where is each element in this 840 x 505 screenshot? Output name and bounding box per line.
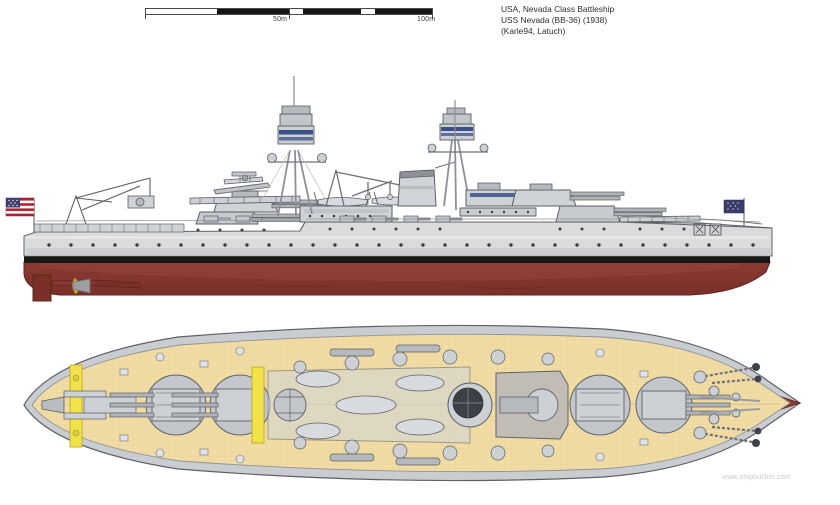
- stern-ensign-flag: [5, 197, 35, 232]
- plan-aft-group: [41, 364, 271, 448]
- anchor-icon: [693, 223, 722, 236]
- caption-line-ship: USS Nevada (BB-36) (1938): [501, 15, 608, 26]
- mainmast-tripod: [427, 100, 489, 211]
- scale-label-100m: 100m: [417, 16, 436, 23]
- plan-turret-b: [569, 374, 631, 436]
- scale-bar-segment-4: [375, 9, 432, 14]
- scale-tick-0: [145, 8, 146, 19]
- aircraft-catapult-aft: [213, 182, 271, 195]
- foremast-tripod: [261, 76, 327, 219]
- plan-casemate-guns: [329, 344, 441, 466]
- bow-jack-flag: [723, 198, 745, 226]
- aircraft-catapult-plan-2: [251, 366, 265, 444]
- forward-main-turrets: [511, 183, 667, 223]
- plan-forward-turrets: [569, 374, 731, 436]
- boot-topping-band: [24, 256, 770, 263]
- plan-anchor-gear: [693, 363, 762, 447]
- plan-midship-group: [267, 366, 569, 444]
- scale-label-50m: 50m: [273, 16, 288, 23]
- plan-ships-boats: [295, 370, 445, 440]
- aft-superstructure: [299, 191, 421, 223]
- rudder-icon: [72, 278, 91, 294]
- side-elevation-view: [5, 76, 773, 302]
- forecastle-fittings: [619, 198, 763, 226]
- scale-tick-100: [432, 8, 433, 19]
- bridge-structure: [459, 182, 537, 217]
- underwater-hull: [23, 261, 771, 296]
- boat-crane: [325, 169, 401, 207]
- caption-line-class: USA, Nevada Class Battleship: [501, 4, 615, 14]
- stern-propulsion-group: [32, 274, 141, 302]
- plan-aa-mounts: [293, 349, 555, 461]
- plan-deck-fittings: [119, 346, 649, 464]
- caption-line-authors: (Karle94, Latuch): [501, 26, 566, 37]
- deck-railing-line: [35, 215, 761, 223]
- floatplane: [223, 171, 264, 185]
- main-hull: [23, 221, 773, 257]
- plan-funnel: [447, 382, 493, 428]
- funnel: [397, 161, 456, 207]
- scale-tick-50: [289, 8, 290, 19]
- scale-bar-segment-3: [303, 9, 361, 14]
- aircraft-catapult-plan: [69, 364, 83, 448]
- drawing-caption: USA, Nevada Class Battleship USS Nevada …: [501, 4, 614, 38]
- scale-bar-segment-2: [217, 9, 289, 14]
- plan-view: [23, 324, 802, 482]
- stern-crane: [65, 177, 151, 225]
- quarterdeck-structures: [5, 177, 185, 233]
- site-watermark: www.shipbucket.com: [722, 474, 791, 481]
- scale-bar: 50m 100m: [145, 8, 436, 26]
